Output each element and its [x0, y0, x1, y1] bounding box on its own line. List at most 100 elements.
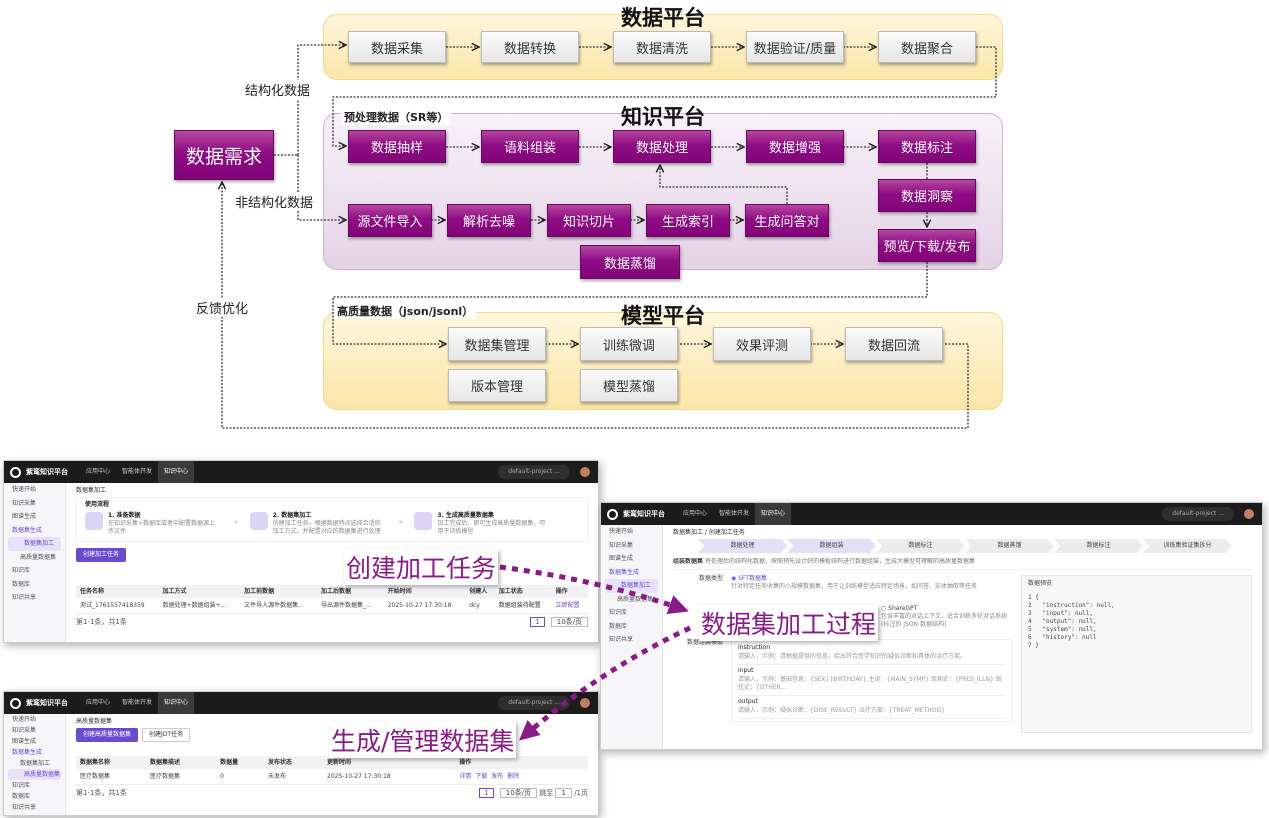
- sidebar-item[interactable]: 知识采集: [12, 499, 37, 507]
- annotation-manage: 生成/管理数据集: [329, 722, 517, 758]
- sidebar-item[interactable]: 高质量数据集: [8, 769, 61, 780]
- page-1[interactable]: 1: [479, 788, 494, 798]
- column-header: 加工方式: [158, 585, 241, 598]
- logo-text: 紫鸾知识平台: [26, 468, 68, 476]
- sidebar-item[interactable]: 数据库: [12, 793, 31, 800]
- project-select[interactable]: default-project ...: [498, 465, 570, 479]
- action-link[interactable]: 删除: [507, 773, 520, 780]
- sidebar-item[interactable]: 数据集生成: [609, 568, 640, 576]
- sidebar-item[interactable]: 图谱生成: [609, 555, 634, 562]
- sidebar-item[interactable]: 快速开始: [12, 486, 37, 493]
- page-count: /1页: [574, 789, 588, 797]
- step-title: 3. 生成高质量数据集: [437, 512, 494, 519]
- avatar[interactable]: [580, 698, 590, 708]
- column-header: 更新时间: [323, 756, 456, 769]
- sidebar-item[interactable]: 知识库: [12, 782, 31, 789]
- action-link[interactable]: 下载: [475, 773, 488, 780]
- sidebar-item[interactable]: 数据集加工: [605, 579, 658, 593]
- project-select[interactable]: default-project ...: [1162, 507, 1234, 521]
- goto-input[interactable]: 1: [555, 788, 572, 798]
- sharegpt-radio[interactable]: ○ ShareGPT: [881, 605, 918, 612]
- flow-title: 使用流程: [85, 501, 110, 508]
- page-size-select[interactable]: 10条/页: [550, 617, 588, 627]
- sidebar-item[interactable]: 知识库: [609, 609, 628, 616]
- process-step[interactable]: 数据处理: [698, 539, 787, 553]
- sft-label: SFT数据集: [738, 575, 767, 582]
- knowledge-platform-title: 知识平台: [621, 105, 705, 129]
- process-step[interactable]: 数据蒸馏: [965, 539, 1054, 553]
- top-bar: 紫鸾知识平台 应用中心 智能体开发知识中心 default-project ...: [4, 461, 598, 483]
- nav-tab[interactable]: 知识中心: [755, 503, 792, 525]
- create-task-button[interactable]: 创建加工任务: [76, 548, 127, 562]
- process-step[interactable]: 数据标注: [1054, 539, 1143, 553]
- nav-tab[interactable]: 智能体开发: [122, 699, 153, 706]
- data-step-box: 数据清洗: [613, 31, 711, 63]
- logo-icon: [10, 466, 21, 478]
- sidebar-item[interactable]: 数据集加工: [8, 537, 61, 551]
- nav-tab[interactable]: 知识中心: [158, 461, 195, 483]
- sidebar-item[interactable]: 图谱生成: [12, 513, 37, 520]
- knowledge-step-box: 数据抽样: [348, 130, 446, 163]
- sidebar-item[interactable]: 知识共享: [12, 594, 37, 601]
- table-cell: dcy: [465, 598, 495, 614]
- column-header: 数据集描述: [146, 756, 217, 769]
- process-step[interactable]: 数据组装: [787, 539, 876, 553]
- flow-step: 2. 数据集加工创建加工任务，根据数据特点选择合适的加工方式，并配置对应的数据集…: [249, 512, 415, 536]
- nav-tab[interactable]: 应用中心: [683, 510, 708, 517]
- sidebar-item[interactable]: 知识库: [12, 567, 31, 574]
- preview-tab[interactable]: 数据预览: [1028, 580, 1053, 587]
- knowledge-step-box: 源文件导入: [348, 204, 432, 237]
- avatar[interactable]: [1244, 509, 1254, 519]
- sidebar-item[interactable]: 图谱生成: [12, 738, 37, 745]
- sidebar-item[interactable]: 知识共享: [12, 804, 37, 811]
- knowledge-step-box: 生成索引: [646, 204, 730, 237]
- sidebar-item[interactable]: 高质量数据集: [20, 553, 57, 561]
- step-desc: 在知识采集+数据库或者中配置数据源上传文件: [108, 520, 216, 535]
- sidebar-item[interactable]: 数据集生成: [12, 749, 43, 756]
- sidebar-item[interactable]: 知识采集: [12, 727, 37, 734]
- knowledge-step-box: 生成问答对: [745, 204, 829, 237]
- sidebar-item[interactable]: 高质量数据集: [617, 595, 654, 603]
- create-dataset-button[interactable]: 创建高质量数据集: [76, 728, 139, 742]
- breadcrumb: 数据集加工 / 创建加工任务: [673, 529, 745, 536]
- sidebar-item[interactable]: 快速开始: [12, 716, 37, 723]
- create-jdt-task-button[interactable]: 创建JDT任务: [142, 728, 191, 742]
- logo-text: 紫鸾知识平台: [26, 699, 68, 707]
- project-select[interactable]: default-project ...: [498, 696, 570, 710]
- model-step-box: 数据集管理: [448, 327, 546, 361]
- sidebar-item[interactable]: 数据集生成: [12, 526, 43, 534]
- sft-radio[interactable]: ◉ SFT数据集: [731, 575, 767, 582]
- field-input[interactable]: 请输入，示例：请根据提供的信息，给出符合医学知识的疑似诊断和具体的治疗方案。: [738, 652, 1006, 665]
- column-header: 数据集名称: [76, 756, 147, 769]
- column-header: 创建人: [465, 585, 495, 598]
- page-size-select[interactable]: 10条/页: [499, 788, 538, 798]
- process-step[interactable]: 训练集验证集拆分: [1143, 539, 1232, 553]
- process-steps: 数据处理数据组装数据标注数据蒸馏数据标注训练集验证集拆分: [698, 539, 1232, 553]
- sidebar-item[interactable]: 数据集加工: [20, 760, 51, 767]
- nav-tab[interactable]: 知识中心: [158, 692, 195, 714]
- sidebar-item[interactable]: 知识共享: [609, 636, 634, 643]
- sidebar-item[interactable]: 数据库: [12, 580, 31, 588]
- nav-tab[interactable]: 智能体开发: [122, 468, 153, 475]
- sidebar-item[interactable]: 数据库: [609, 622, 628, 630]
- process-step[interactable]: 数据标注: [876, 539, 965, 553]
- action-link[interactable]: 详情: [459, 773, 472, 780]
- sidebar-item[interactable]: 知识采集: [609, 541, 634, 549]
- nav-tab[interactable]: 应用中心: [86, 468, 111, 475]
- nav-tab[interactable]: 应用中心: [86, 699, 111, 706]
- flow-step: 3. 生成高质量数据集加工完成后，即可生成高质量数据集，可用于训练模型: [414, 512, 579, 536]
- table-cell[interactable]: 立即配置: [551, 598, 588, 614]
- field-input[interactable]: 请输入，示例：疑似诊断：{DISE_RESULT} 治疗方案：{TREAT_ME…: [738, 706, 1006, 719]
- nav-tab[interactable]: 智能体开发: [719, 510, 750, 517]
- screenshot-task-list: 紫鸾知识平台 应用中心 智能体开发知识中心 default-project ... 快速…: [3, 460, 599, 643]
- field-label: input: [738, 667, 754, 674]
- page-1[interactable]: 1: [530, 617, 545, 627]
- avatar[interactable]: [580, 467, 590, 477]
- knowledge-step-box: 数据处理: [613, 130, 711, 163]
- action-link[interactable]: 发布: [491, 773, 504, 780]
- sidebar-item[interactable]: 快速开始: [609, 528, 634, 535]
- preview-publish-box: 预览/下载/发布: [878, 229, 976, 262]
- field-input[interactable]: 请输入，示例：基础信息：{SEX}{BIRTHDAY} 主诉：{MAIN_SYM…: [738, 675, 1006, 696]
